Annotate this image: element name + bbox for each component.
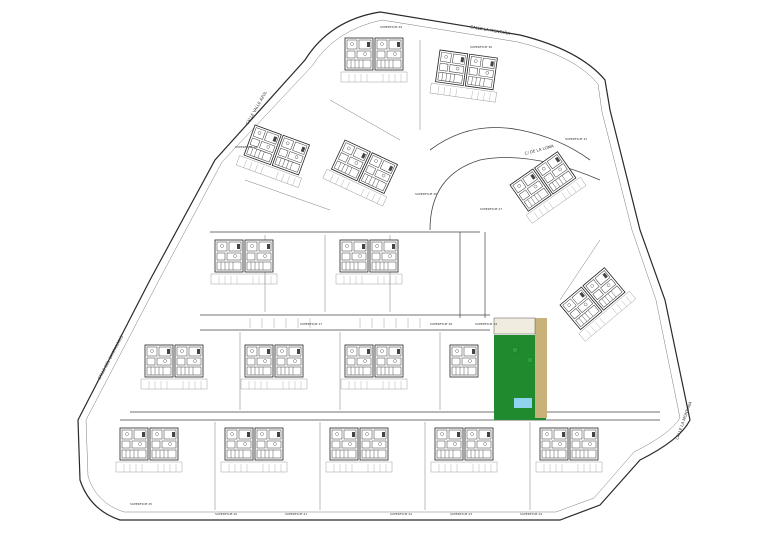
parcel-label: SUPERFICIE 27 <box>480 207 502 211</box>
parcel-label: SUPERFICIE 30 <box>470 45 492 49</box>
paved-terrace <box>535 318 547 418</box>
inner-road <box>429 127 591 161</box>
parcel-label: SUPERFICIE 24 <box>520 512 542 516</box>
street-label-inner: C/ DE LA LOMA <box>524 143 555 156</box>
parcel-label: SUPERFICIE 21 <box>285 512 307 516</box>
parcel-label: SUPERFICIE 29 <box>380 25 402 29</box>
street-label-north: CALLE LA MONTAÑA <box>470 24 511 36</box>
parcel-label: SUPERFICIE 17 <box>300 322 322 326</box>
parcel-label: SUPERFICIE 25 <box>130 502 152 506</box>
street-label-northwest: CALLE VALLE AZUL <box>245 90 269 126</box>
parcel-label: SUPERFICIE 28 <box>235 145 257 149</box>
parcel-label: SUPERFICIE 18 <box>430 322 452 326</box>
inner-boundary <box>85 19 681 513</box>
site-boundary <box>77 11 691 521</box>
parcel-label: SUPERFICIE 23 <box>450 512 472 516</box>
parcel-label: SUPERFICIE 19 <box>475 322 497 326</box>
parcel-label: SUPERFICIE 20 <box>215 512 237 516</box>
parcel-label: SUPERFICIE 31 <box>565 137 587 141</box>
swimming-pool <box>514 398 532 408</box>
parcel-label: SUPERFICIE 22 <box>390 512 412 516</box>
parcel-label: SUPERFICIE 26 <box>415 192 437 196</box>
